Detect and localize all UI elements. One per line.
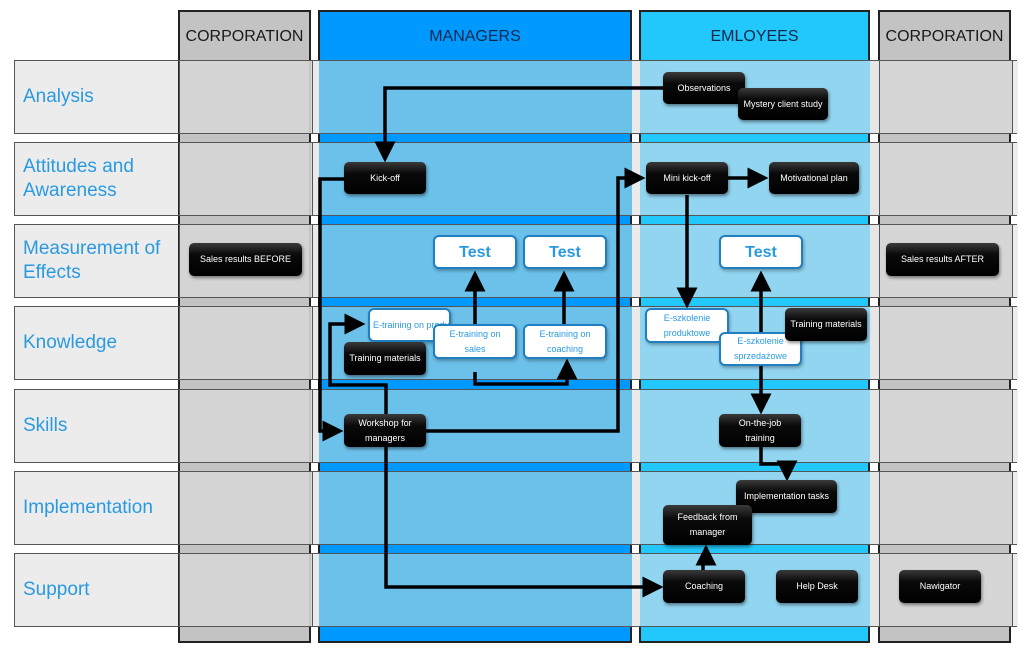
row-implementation: Implementation [14,471,1018,545]
column-header-employees: EMLOYEES [710,28,799,45]
node-training-materials-employees[interactable]: Training materials [785,308,867,341]
node-mystery-client-study[interactable]: Mystery client study [738,88,828,120]
node-test-3[interactable]: Test [719,235,803,269]
node-test-2[interactable]: Test [523,235,607,269]
column-header-managers: MANAGERS [429,28,521,45]
node-motivational-plan[interactable]: Motivational plan [769,162,859,194]
node-e-training-sales[interactable]: E-training on sales [433,324,517,359]
row-skills: Skills [14,389,1018,463]
node-nawigator[interactable]: Nawigator [899,570,981,603]
node-sales-results-after[interactable]: Sales results AFTER [886,243,999,276]
node-observations[interactable]: Observations [663,72,745,104]
row-support: Support [14,553,1018,627]
row-label-measurement-of-effects: Measurement of Effects [23,238,161,283]
row-analysis: Analysis [14,60,1018,134]
node-e-szkolenie-sprzedazowe[interactable]: E-szkolenie sprzedażowe [719,332,802,366]
node-e-szkolenie-produktowe[interactable]: E-szkolenie produktowe [645,308,729,343]
node-feedback-from-manager[interactable]: Feedback from manager [663,505,752,545]
node-kick-off[interactable]: Kick-off [344,162,426,194]
node-training-materials-managers[interactable]: Training materials [344,342,426,375]
column-header-corporation-left: CORPORATION [185,28,304,45]
row-label-support: Support [23,579,90,600]
node-mini-kick-off[interactable]: Mini kick-off [646,162,728,194]
row-label-analysis: Analysis [23,86,94,107]
row-attitudes-awareness: Attitudes and Awareness [14,142,1018,216]
node-on-the-job-training[interactable]: On-the-job training [719,414,801,447]
node-coaching[interactable]: Coaching [663,570,745,603]
row-label-skills: Skills [23,415,68,436]
node-e-training-coaching[interactable]: E-training on coaching [523,324,607,359]
node-implementation-tasks[interactable]: Implementation tasks [736,480,837,513]
row-label-knowledge: Knowledge [23,332,118,353]
row-label-attitudes-awareness: Attitudes and Awareness [23,156,134,201]
node-workshop-for-managers[interactable]: Workshop for managers [344,414,426,447]
row-label-implementation: Implementation [23,497,153,518]
column-header-corporation-right: CORPORATION [885,28,1004,45]
node-test-1[interactable]: Test [433,235,517,269]
node-help-desk[interactable]: Help Desk [776,570,858,603]
node-sales-results-before[interactable]: Sales results BEFORE [189,243,302,276]
